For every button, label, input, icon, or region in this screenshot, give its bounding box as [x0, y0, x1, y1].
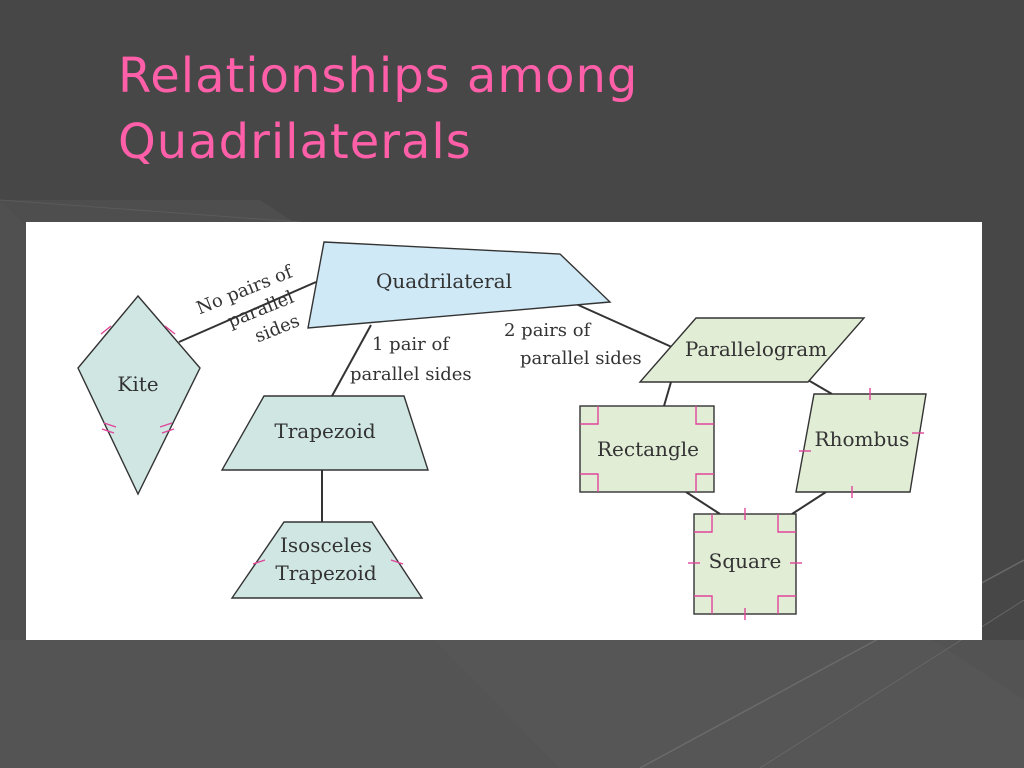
- slide-title-line-1: Relationships among: [118, 48, 639, 104]
- edge-quadrilateral-parallelogram: [575, 303, 675, 349]
- slide-title-line-2: Quadrilaterals: [118, 114, 472, 170]
- trapezoid-shape: [220, 395, 429, 471]
- isosceles-trapezoid-label-line-2: Trapezoid: [275, 561, 376, 585]
- rhombus-side-marks: [799, 388, 924, 498]
- one-pair-label-line-1: 1 pair of: [372, 334, 450, 355]
- square-shape: [693, 513, 797, 615]
- edge-quadrilateral-trapezoid: [331, 324, 372, 397]
- rhombus-label: Rhombus: [815, 427, 910, 451]
- edge-parallelogram-rhombus: [807, 379, 833, 395]
- isosceles-trapezoid-label-line-1: Isosceles: [280, 533, 372, 557]
- diagram-panel: Quadrilateral Kite No pairs of parallel …: [26, 222, 982, 640]
- parallelogram-shape: [638, 317, 866, 383]
- quadrilateral-label: Quadrilateral: [376, 269, 512, 293]
- trapezoid-label: Trapezoid: [274, 419, 375, 443]
- isosceles-trapezoid-shape: [230, 521, 424, 599]
- edge-rectangle-square: [685, 491, 721, 515]
- kite-shape: [77, 294, 201, 496]
- two-pairs-label-line-1: 2 pairs of: [504, 320, 592, 341]
- edge-rhombus-square: [791, 491, 827, 515]
- one-pair-label-line-2: parallel sides: [350, 364, 472, 385]
- edge-parallelogram-rectangle: [663, 381, 672, 407]
- rectangle-label: Rectangle: [597, 437, 699, 461]
- parallelogram-label: Parallelogram: [685, 337, 827, 361]
- kite-side-marks: [100, 325, 176, 434]
- square-marks: [688, 508, 802, 620]
- rhombus-shape: [795, 393, 927, 493]
- isosceles-side-marks: [252, 559, 404, 565]
- square-label: Square: [709, 549, 782, 573]
- rectangle-shape: [579, 405, 715, 493]
- quadrilateral-hierarchy-diagram: Quadrilateral Kite No pairs of parallel …: [77, 241, 927, 620]
- edge-quadrilateral-kite: [178, 281, 317, 343]
- no-pairs-edge-label: No pairs of parallel sides: [194, 261, 303, 347]
- kite-label: Kite: [117, 372, 158, 396]
- rectangle-right-angle-marks: [580, 406, 714, 492]
- two-pairs-label-line-2: parallel sides: [520, 348, 642, 369]
- quadrilateral-shape: [307, 241, 612, 329]
